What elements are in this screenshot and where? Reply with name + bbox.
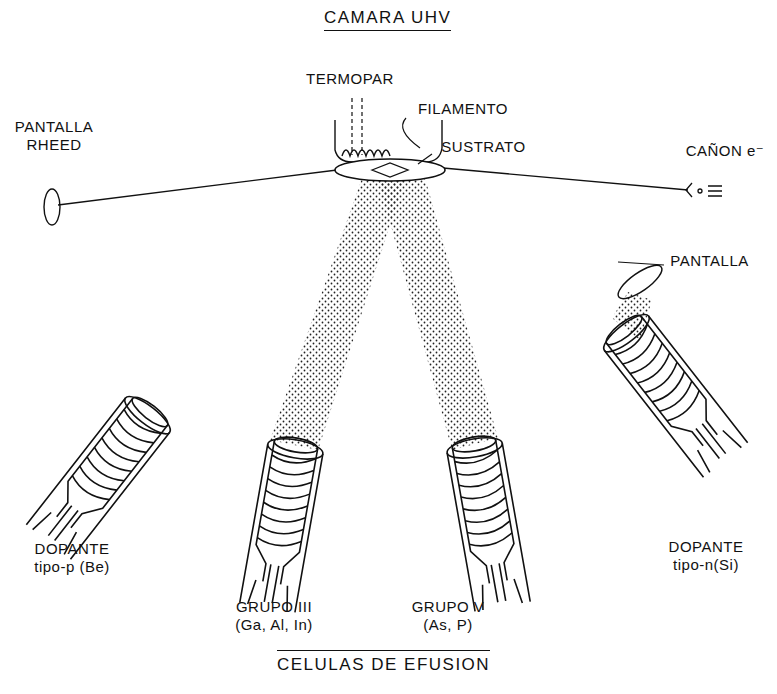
effusion-cell bbox=[240, 433, 325, 612]
cell-label: GRUPO V (As, P) bbox=[405, 598, 491, 634]
rheed-screen bbox=[44, 189, 60, 225]
shutter bbox=[614, 260, 667, 305]
part-label: FILAMENTO bbox=[408, 100, 518, 118]
heater-filament bbox=[335, 120, 442, 162]
chamber-title: CAMARA UHV bbox=[324, 8, 451, 31]
cells-caption: CELULAS DE EFUSION bbox=[277, 650, 490, 675]
leader-line bbox=[403, 118, 664, 265]
molecular-beam bbox=[378, 178, 498, 450]
cell-label: GRUPO III (Ga, Al, In) bbox=[222, 598, 326, 634]
electron-gun bbox=[686, 183, 722, 197]
effusion-cell bbox=[26, 389, 176, 559]
electron-beam bbox=[58, 170, 337, 205]
effusion-cell bbox=[445, 432, 530, 611]
substrate bbox=[335, 159, 445, 181]
electron-beam bbox=[443, 168, 688, 190]
part-label: PANTALLA RHEED bbox=[8, 118, 100, 154]
part-label: TERMOPAR bbox=[300, 70, 400, 88]
cell-label: DOPANTE tipo-n(Si) bbox=[656, 538, 756, 574]
thermocouple bbox=[352, 98, 362, 155]
cell-label: DOPANTE tipo-p (Be) bbox=[22, 540, 122, 576]
effusion-cell bbox=[598, 307, 748, 477]
molecular-beam bbox=[270, 178, 405, 450]
part-label: SUSTRATO bbox=[436, 138, 531, 156]
part-label: CAÑON e⁻ bbox=[680, 142, 770, 160]
part-label: PANTALLA bbox=[662, 252, 757, 270]
